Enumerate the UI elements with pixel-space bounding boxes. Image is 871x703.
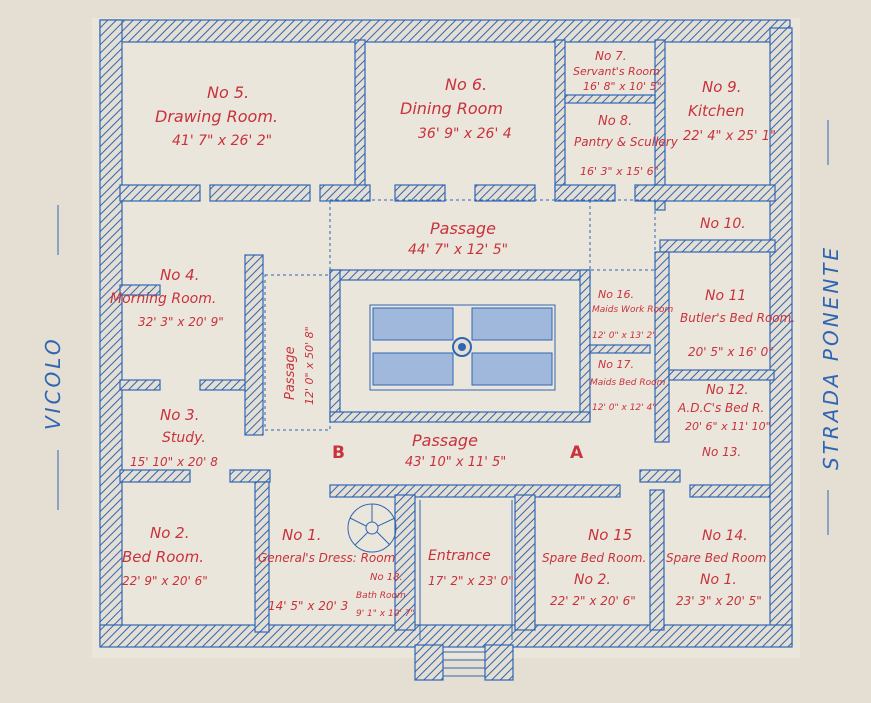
room-size: 20' 5" x 16' 0" [688,345,774,359]
room-size: 16' 3" x 15' 6" [580,165,659,178]
room-size: 36' 9" x 26' 4 [418,126,512,142]
section-marker-a: A [570,443,584,463]
room-name: Butler's Bed Room. [680,311,795,325]
room-size: 12' 0" x 13' 2" [592,331,656,341]
room-number: No 11 [705,288,746,304]
room-number: No 3. [160,406,199,424]
room-number: No 10. [700,216,746,232]
room-name: Pantry & Scullery [574,135,679,149]
room-name: Maids Bed Room [590,378,666,388]
room-name: Passage [283,346,298,400]
room-number: No 12. [706,383,749,398]
courtyard [369,304,556,391]
room-name: Maids Work Room [592,305,673,315]
street-label-left: VICOLO [41,336,65,430]
room-name: Bath Room [356,591,406,601]
room-size: 41' 7" x 26' 2" [172,133,272,149]
room-name: Kitchen [688,102,744,120]
interior-walls [119,39,776,633]
room-number: No 14. [702,528,748,544]
room-size: 17' 2" x 23' 0" [428,574,514,588]
room-number: No 5. [207,83,249,102]
room-number: No 18. [370,572,403,583]
room-size: 32' 3" x 20' 9" [138,315,224,329]
room-size: 43' 10" x 11' 5" [405,455,506,470]
outer-walls [99,19,793,648]
room-number: No 9. [702,78,741,96]
room-size: 22' 4" x 25' 1" [683,129,776,144]
room-number: No 16. [598,288,634,301]
room-number: No 1. [282,526,321,544]
room-size: 20' 6" x 11' 10" [685,420,771,433]
room-number: No 1. [700,572,737,588]
room-labels: No 5. Drawing Room. 41' 7" x 26' 2" No 6… [110,49,795,619]
room-size: 16' 8" x 10' 5" [583,80,662,93]
room-size: 9' 1" x 10' 7" [356,609,415,619]
room-name: Servant's Room [573,65,660,78]
room-size: 22' 2" x 20' 6" [550,594,636,608]
entrance-steps [414,500,514,681]
room-name: General's Dress: Room [258,551,395,565]
room-number: No 17. [598,358,634,371]
room-number: No 2. [150,524,189,542]
room-name: Entrance [428,548,491,564]
room-number: No 13. [702,445,741,459]
room-name: Spare Bed Room. [542,551,646,565]
room-number: No 2. [574,572,611,588]
room-name: Study. [162,430,206,446]
spiral-staircase [347,503,397,553]
room-name: A.D.C's Bed R. [677,401,764,415]
street-label-right: STRADA PONENTE [819,245,843,470]
room-number: No 15 [588,526,632,544]
room-size: 14' 5" x 20' 3 [268,599,348,613]
room-name: Passage [430,219,496,238]
room-size: 12' 0" x 12' 4" [592,403,656,413]
passage-outlines [264,199,656,431]
room-number: No 4. [160,266,199,284]
room-name: Drawing Room. [155,107,278,126]
room-name: Passage [412,431,478,450]
room-size: 23' 3" x 20' 5" [676,594,762,608]
room-name: Morning Room. [110,291,216,307]
room-number: No 7. [595,49,627,63]
section-marker-b: B [332,443,345,463]
room-size: 15' 10" x 20' 8 [130,455,218,469]
room-name: Bed Room. [122,548,204,566]
room-number: No 6. [445,75,487,94]
room-number: No 8. [598,114,632,129]
room-name: Dining Room [400,99,503,118]
room-name: Spare Bed Room [666,551,766,565]
room-size: 22' 9" x 20' 6" [122,574,208,588]
room-size: 44' 7" x 12' 5" [408,242,508,258]
room-size: 12' 0" x 50' 8" [303,326,316,405]
